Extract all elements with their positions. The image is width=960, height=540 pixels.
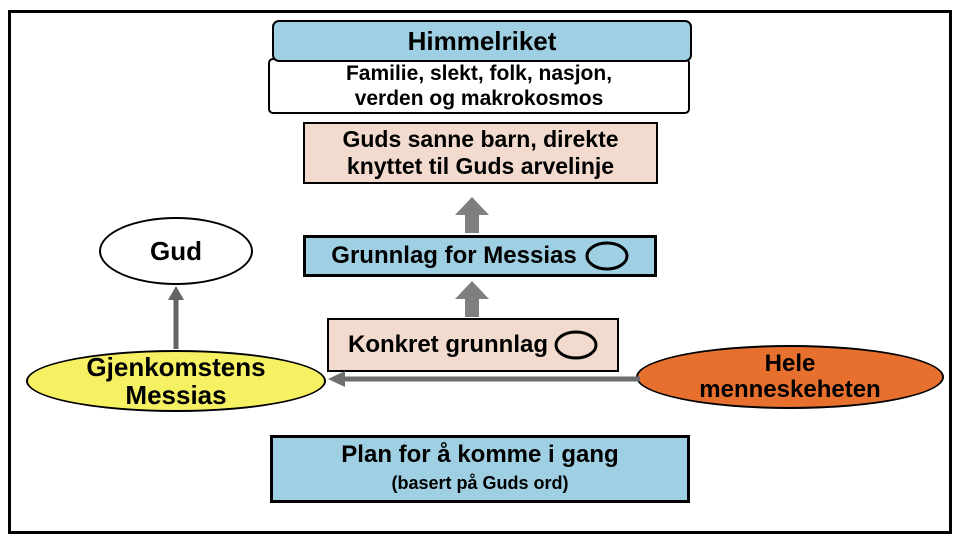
node-konkret-grunnlag: Konkret grunnlag: [327, 318, 619, 372]
node-himmelriket: Himmelriket: [272, 20, 692, 62]
node-familie-slekt: Familie, slekt, folk, nasjon, verden og …: [268, 58, 690, 114]
node-gjenkomstens-messias: Gjenkomstens Messias: [26, 350, 326, 412]
ellipse-outline-icon: [585, 241, 629, 271]
gjenkomstens-line2: Messias: [125, 380, 227, 410]
himmelriket-label: Himmelriket: [407, 25, 557, 56]
node-grunnlag-for-messias: Grunnlag for Messias: [303, 235, 657, 277]
plan-line1: Plan for å komme i gang: [341, 441, 619, 468]
gud-label: Gud: [150, 235, 202, 266]
grunnlag-messias-label: Grunnlag for Messias: [331, 242, 577, 269]
ellipse-outline-icon: [554, 330, 598, 360]
hele-line2: menneskeheten: [699, 376, 881, 403]
konkret-grunnlag-label: Konkret grunnlag: [347, 331, 548, 358]
guds-sanne-barn-line1: Guds sanne barn, direkte: [342, 126, 619, 152]
node-gud: Gud: [99, 217, 253, 285]
gjenkomstens-line1: Gjenkomstens: [86, 352, 266, 382]
node-guds-sanne-barn: Guds sanne barn, direkte knyttet til Gud…: [303, 122, 658, 184]
hele-line1: Hele: [764, 350, 816, 377]
node-hele-menneskeheten: Hele menneskeheten: [636, 345, 944, 409]
plan-line2: (basert på Guds ord): [391, 473, 569, 493]
outer-border: [8, 10, 952, 534]
guds-sanne-barn-line2: knyttet til Guds arvelinje: [346, 153, 615, 179]
familie-line2: verden og makrokosmos: [354, 87, 604, 110]
node-plan: Plan for å komme i gang (basert på Guds …: [270, 435, 690, 503]
familie-line1: Familie, slekt, folk, nasjon,: [345, 62, 613, 85]
